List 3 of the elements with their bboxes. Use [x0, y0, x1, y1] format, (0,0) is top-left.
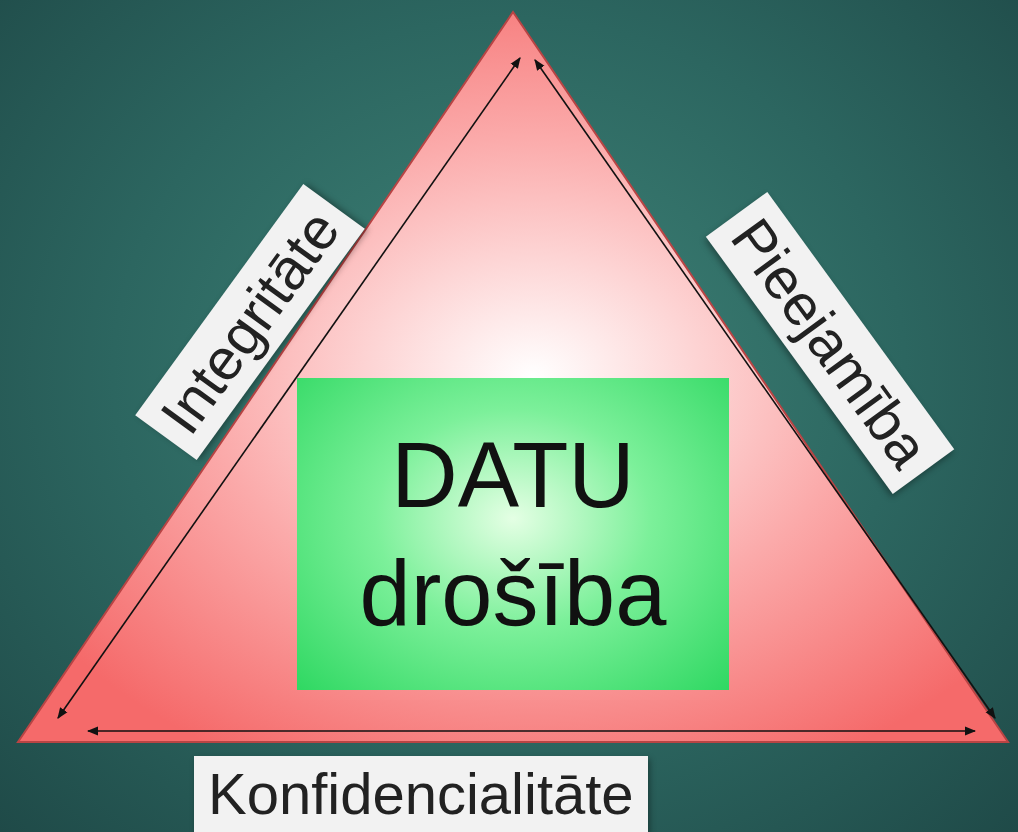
side-label: Konfidencialitāte	[194, 756, 648, 832]
title-box: DATU drošība	[297, 378, 729, 690]
triangle-shape	[18, 12, 1008, 742]
